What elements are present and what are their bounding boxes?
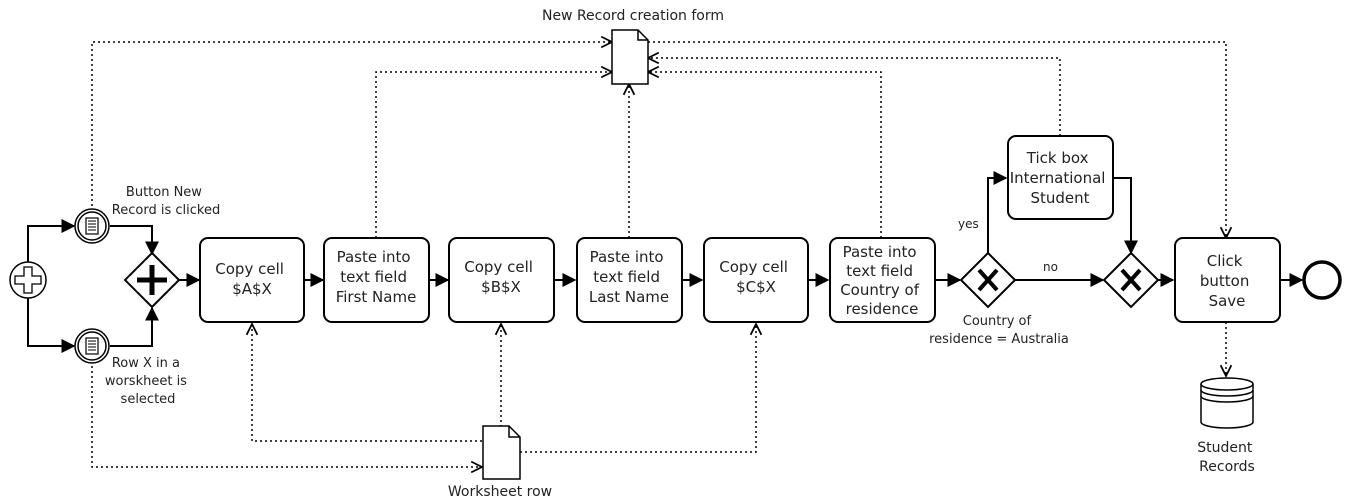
task-click-save[interactable]: Click button Save <box>1174 237 1281 323</box>
flow-event-b-to-join <box>110 306 159 347</box>
parallel-join-gateway[interactable] <box>123 251 181 309</box>
assoc-paste-first-to-form <box>375 72 612 238</box>
svg-text:Copy cell $B$X: Copy cell $B$X <box>464 258 537 296</box>
task-paste-first-name[interactable]: Paste into text field First Name <box>323 237 430 323</box>
conditional-event-button-clicked[interactable] <box>74 208 110 244</box>
worksheet-label: Worksheet row <box>448 484 552 500</box>
event-b-label: Row X in a worskheet is selected <box>105 356 191 407</box>
parallel-start-event[interactable] <box>9 261 47 299</box>
exclusive-gateway-merge[interactable] <box>1102 251 1160 309</box>
task-paste-country[interactable]: Paste into text field Country of residen… <box>829 237 936 323</box>
plus-icon <box>14 266 42 294</box>
data-object-new-record-form[interactable] <box>611 29 649 85</box>
assoc-paste-country-to-form <box>648 72 882 238</box>
svg-text:Paste into text field: Paste into text field First Name <box>336 248 417 306</box>
svg-text:Paste into text field: Paste into text field Country of residen… <box>840 243 924 318</box>
sequence-flows <box>27 171 1304 353</box>
svg-text:Click button Save: Click button Save <box>1200 252 1254 310</box>
form-label: New Record creation form <box>542 8 724 24</box>
exclusive-gateway-country[interactable] <box>959 251 1017 309</box>
document-icon <box>85 217 99 235</box>
document-icon <box>85 337 99 355</box>
svg-text:Copy cell $C$X: Copy cell $C$X <box>719 258 792 296</box>
task-tick-international[interactable]: Tick box International Student <box>1007 135 1114 220</box>
datastore-label: Student Records <box>1197 440 1257 475</box>
data-associations <box>91 41 1226 467</box>
task-copy-a[interactable]: Copy cell $A$X <box>199 237 305 323</box>
task-copy-c[interactable]: Copy cell $C$X <box>703 237 809 323</box>
flow-start-to-event-a <box>27 219 76 263</box>
task-copy-b[interactable]: Copy cell $B$X <box>448 237 555 323</box>
task-paste-last-name[interactable]: Paste into text field Last Name <box>576 237 683 323</box>
flow-event-a-to-join <box>110 225 159 256</box>
x-icon <box>1120 268 1142 292</box>
flow-gateway-yes <box>987 171 1008 254</box>
svg-text:Paste into text field: Paste into text field Last Name <box>589 248 669 306</box>
data-object-worksheet-row[interactable] <box>482 425 521 480</box>
assoc-worksheet-to-copy-a <box>252 324 482 442</box>
plus-icon <box>137 265 167 295</box>
flow-start-to-event-b <box>27 297 76 353</box>
svg-text:Tick box International: Tick box International Student <box>1010 149 1111 207</box>
conditional-event-row-selected[interactable] <box>74 328 110 364</box>
x-icon <box>977 268 999 292</box>
assoc-form-to-save <box>648 41 1226 238</box>
event-a-label: Button New Record is clicked <box>112 185 220 218</box>
assoc-start-to-form <box>91 42 612 206</box>
svg-text:Copy cell $A$X: Copy cell $A$X <box>215 260 288 298</box>
end-event[interactable] <box>1302 260 1342 300</box>
assoc-tick-to-form <box>648 58 1061 136</box>
data-store-student-records[interactable] <box>1200 377 1254 429</box>
gateway-label: Country of residence = Australia <box>929 314 1069 347</box>
assoc-start-to-worksheet <box>91 366 482 467</box>
flow-label-no: no <box>1043 260 1058 274</box>
assoc-worksheet-to-copy-c <box>520 324 756 453</box>
flow-tick-to-merge <box>1113 177 1138 255</box>
flow-label-yes: yes <box>958 217 979 231</box>
